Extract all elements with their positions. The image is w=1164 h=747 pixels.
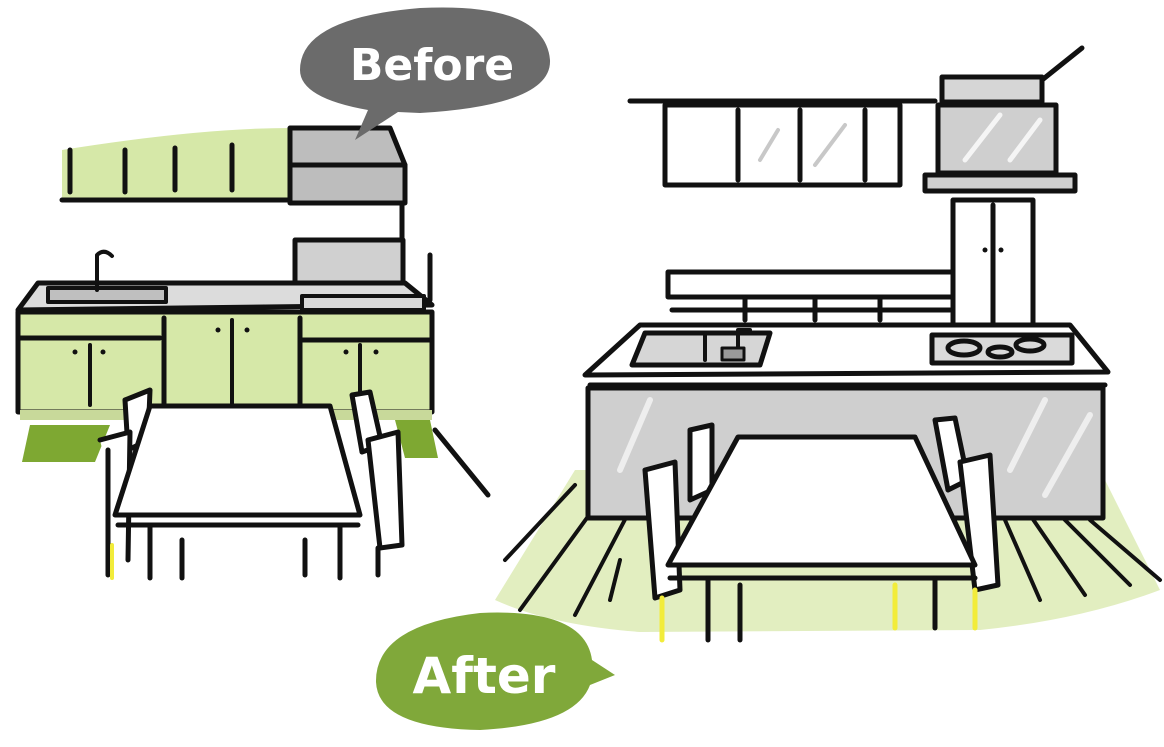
before-label: Before	[350, 40, 514, 91]
after-label: After	[413, 647, 556, 705]
dining-table-icon	[112, 403, 363, 518]
after-kitchen-scene	[495, 45, 1162, 643]
before-floor	[22, 425, 110, 462]
dining-table-icon	[665, 434, 978, 568]
dining-chair-icon	[302, 389, 405, 578]
speech-bubble-icon	[375, 612, 615, 730]
after-upper-cabinet	[662, 102, 903, 188]
before-speech-bubble	[300, 7, 551, 140]
speech-bubble-icon	[300, 7, 551, 140]
after-back-counter	[665, 269, 956, 300]
before-kitchen-scene	[15, 125, 491, 581]
faucet-icon	[703, 328, 752, 362]
after-sink	[629, 330, 773, 368]
range-hood-icon	[939, 74, 1045, 105]
dining-chair-icon	[892, 415, 1001, 631]
faucet-icon	[95, 249, 114, 292]
before-sink	[46, 286, 168, 304]
after-speech-bubble	[375, 612, 615, 730]
stove-burner-icon	[300, 294, 426, 312]
before-backsplash	[292, 237, 406, 288]
